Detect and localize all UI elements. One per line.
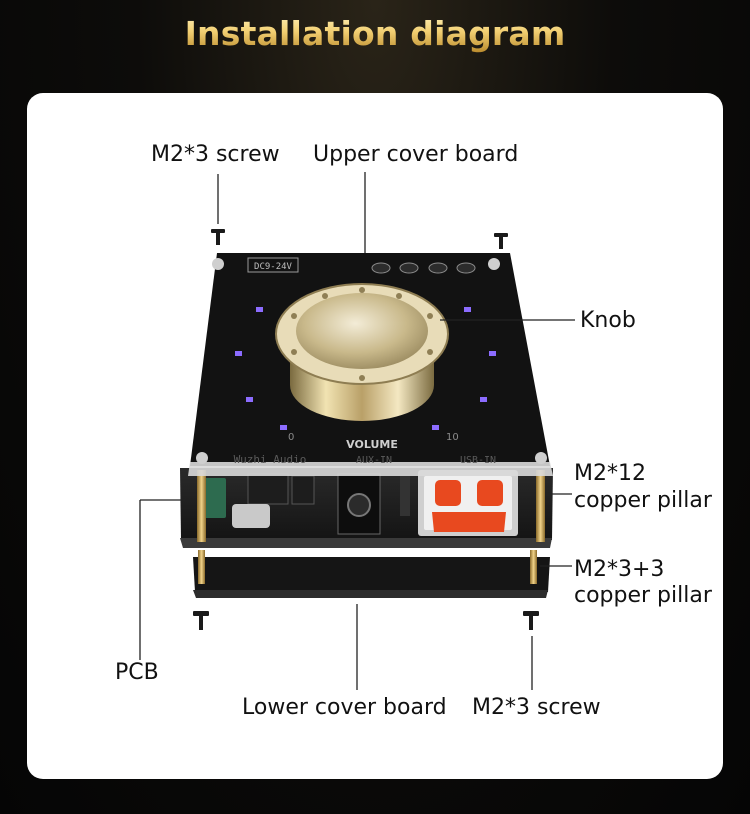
volume-text: VOLUME xyxy=(346,438,398,451)
lower-cover-board xyxy=(193,557,550,598)
label-top-screw: M2*3 screw xyxy=(151,142,280,167)
screw-top-right xyxy=(494,233,508,249)
usb-text: USB-IN xyxy=(460,455,496,466)
label-m2-3-3-copper-pillar: copper pillar xyxy=(574,583,712,608)
aux-text: AUX-IN xyxy=(356,455,392,466)
label-knob: Knob xyxy=(580,308,636,333)
label-lower-cover-board: Lower cover board xyxy=(242,695,447,720)
brand-text: Wuzhi Audio xyxy=(234,453,307,466)
page-title: Installation diagram xyxy=(0,14,750,53)
label-bottom-screw: M2*3 screw xyxy=(472,695,601,720)
label-m2-12-copper-pillar: copper pillar xyxy=(574,488,712,513)
pcb-board xyxy=(180,468,553,548)
board-voltage-text: DC9-24V xyxy=(254,262,293,272)
label-m2-12: M2*12 xyxy=(574,461,646,486)
screw-bottom-right xyxy=(523,611,539,630)
volume-min-text: 0 xyxy=(288,432,294,443)
label-upper-cover-board: Upper cover board xyxy=(313,142,519,167)
screw-top-left xyxy=(211,229,225,245)
label-pcb: PCB xyxy=(115,660,159,685)
volume-max-text: 10 xyxy=(446,432,459,443)
tall-copper-pillars xyxy=(197,470,545,542)
led-ring xyxy=(235,307,496,430)
screws xyxy=(193,229,539,630)
label-m2-3-3: M2*3+3 xyxy=(574,557,665,582)
screw-bottom-left xyxy=(193,611,209,630)
leader-lines xyxy=(139,172,575,690)
knob xyxy=(275,283,449,421)
short-copper-pillars xyxy=(198,550,537,584)
